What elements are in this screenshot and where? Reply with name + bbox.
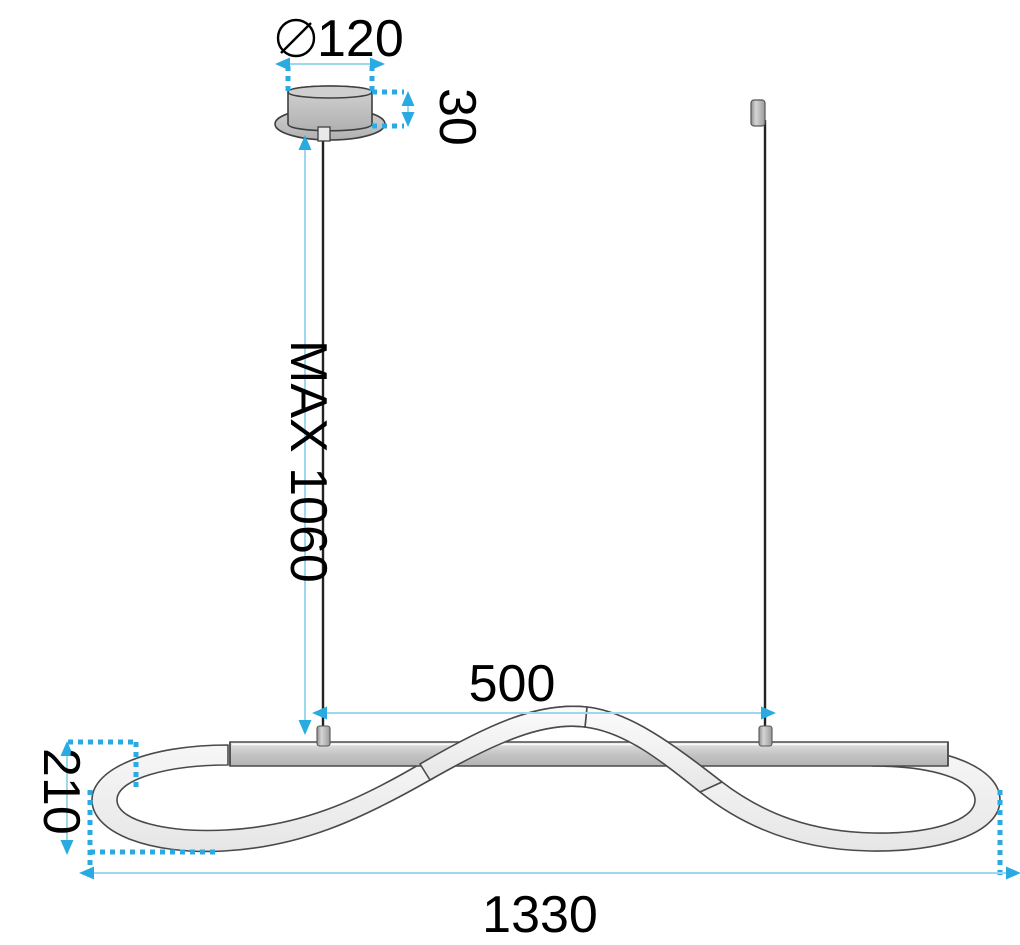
- cable-top-fixing-right: [750, 99, 766, 127]
- dimension-label-diameter: 120: [317, 10, 404, 68]
- cable-connector-right: [758, 725, 773, 747]
- dimension-label-canopy-height: 30: [428, 88, 486, 146]
- dimension-label-max-drop: MAX 1060: [279, 340, 337, 583]
- dimension-max-drop: MAX 1060: [279, 135, 337, 735]
- dimension-body-depth: 210: [32, 739, 216, 875]
- dimension-mount-spacing: 500: [312, 655, 776, 720]
- dimension-label-body-depth: 210: [32, 748, 90, 835]
- lamp-body: [91, 705, 1001, 853]
- dimension-label-mount-spacing: 500: [469, 655, 556, 713]
- canopy-cable-outlet: [317, 126, 331, 142]
- dimension-canopy-height: 30: [372, 88, 486, 146]
- dimension-label-body-width: 1330: [482, 886, 598, 944]
- canopy-top-ellipse: [287, 85, 373, 99]
- led-bar: [229, 741, 949, 767]
- ceiling-canopy: [274, 85, 386, 142]
- suspension: [316, 99, 773, 747]
- diameter-symbol-icon: [276, 18, 316, 58]
- dimension-canopy-diameter: 120: [275, 10, 404, 92]
- cable-connector-left: [316, 725, 331, 747]
- dimension-body-width: 1330: [79, 790, 1020, 944]
